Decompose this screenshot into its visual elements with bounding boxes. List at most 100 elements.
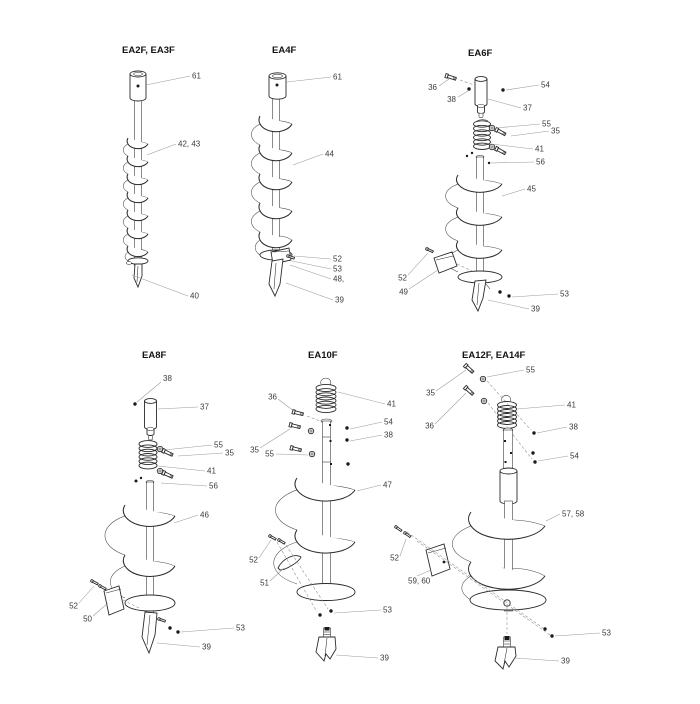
callout-53: 53 <box>180 624 245 633</box>
nut-dot <box>329 609 333 613</box>
flange-bolt <box>289 445 303 453</box>
figure-ea12f-ea14f: EA12F, EA14F <box>390 350 611 670</box>
flighting-front <box>122 504 176 577</box>
auger-point <box>268 258 284 298</box>
nut-dot <box>318 613 322 617</box>
callout-label: 38 <box>569 423 578 432</box>
auger-point <box>471 279 487 313</box>
holder-edge <box>273 250 290 253</box>
adapter-plug <box>478 113 484 118</box>
callout-label: 52 <box>69 602 78 611</box>
figure-ea4f: EA4F 61 44 52 53 48, 39 <box>251 45 344 305</box>
callout-label: 46 <box>200 511 209 520</box>
callout-61: 61 <box>145 72 201 86</box>
callout-label: 56 <box>536 158 545 167</box>
spring <box>473 119 491 150</box>
callout-52: 52 <box>249 539 272 565</box>
callout-label: 41 <box>207 467 216 476</box>
nut-dot <box>346 462 350 466</box>
flange-bolt <box>288 422 302 430</box>
callout-label: 53 <box>560 290 569 299</box>
point-edge <box>476 282 480 306</box>
flange-bolt <box>462 362 475 375</box>
callout-52: 52 <box>390 538 407 563</box>
blade-screw <box>276 537 286 545</box>
callout-label: 38 <box>163 374 172 383</box>
callout-label: 55 <box>265 450 274 459</box>
flighting-front <box>258 115 293 249</box>
callout-label: 38 <box>447 95 456 104</box>
washer <box>479 375 487 383</box>
callout-54: 54 <box>537 452 579 462</box>
explode-axis <box>306 415 321 422</box>
blade-screw <box>393 524 403 533</box>
callout-label: 47 <box>383 481 392 490</box>
callout-label: 59, 60 <box>408 577 431 586</box>
callout-39: 39 <box>513 657 570 666</box>
callout-label: 39 <box>531 305 540 314</box>
pin-dot <box>470 151 474 155</box>
callout-label: 36 <box>428 83 437 92</box>
callout-54: 54 <box>505 81 550 91</box>
nut-dot <box>501 88 505 92</box>
scraper-pin <box>424 246 434 254</box>
plate-dot <box>442 560 446 564</box>
flange-bolt <box>161 469 174 480</box>
plate-fold <box>435 255 454 261</box>
auger-assembly <box>122 70 149 289</box>
flighting-disc <box>124 594 176 612</box>
shaft-mark <box>510 452 512 454</box>
callouts: 61 42, 43 40 <box>131 72 201 301</box>
callout-label: 53 <box>236 624 245 633</box>
callout-53: 53 <box>291 260 342 274</box>
callouts: 38 37 55 35 41 56 46 52 50 53 39 <box>69 374 245 652</box>
callout-45: 45 <box>501 185 536 197</box>
adapter-body <box>144 401 157 430</box>
callout-label: 55 <box>526 366 535 375</box>
callout-38: 38 <box>536 423 578 434</box>
nut-dot <box>507 294 511 298</box>
auger-point <box>141 611 158 655</box>
callout-label: 35 <box>551 127 560 136</box>
spring <box>138 440 158 470</box>
callout-label: 37 <box>200 403 209 412</box>
callout-54: 54 <box>349 418 393 430</box>
nut-dot <box>345 426 349 430</box>
callout-label: 35 <box>426 389 435 398</box>
nut-dot <box>176 630 180 634</box>
flange-bolt <box>494 126 507 137</box>
callout-41: 41 <box>337 391 396 409</box>
callout-53: 53 <box>333 606 392 615</box>
callout-35: 35 <box>510 127 560 137</box>
callout-57-58: 57, 58 <box>545 510 585 522</box>
point-edge <box>273 262 277 290</box>
callout-label: 54 <box>384 418 393 427</box>
upper-tube <box>503 429 513 470</box>
callout-56: 56 <box>489 158 545 167</box>
spring <box>315 377 337 414</box>
callout-39: 39 <box>487 299 540 314</box>
flighting-back <box>251 120 293 256</box>
callouts: 36 41 54 38 35 55 47 52 51 53 39 <box>249 391 396 663</box>
collar-top <box>499 467 518 475</box>
nut-dot <box>467 87 471 91</box>
callout-37: 37 <box>487 98 532 113</box>
figure-title: EA6F <box>468 48 492 59</box>
callout-53: 53 <box>511 290 569 299</box>
neck-top <box>477 104 485 108</box>
socket-bore <box>272 73 283 79</box>
callout-52: 52 <box>398 252 429 283</box>
nut-dot <box>532 431 536 435</box>
pin-dot <box>487 161 491 165</box>
callout-label: 61 <box>333 73 342 82</box>
callout-label: 57, 58 <box>562 510 585 519</box>
replaceable-point <box>494 636 517 670</box>
nut-dot <box>133 402 137 406</box>
callout-51: 51 <box>260 567 285 588</box>
explode-axis <box>416 540 551 636</box>
callout-47: 47 <box>356 481 392 492</box>
callouts: 61 44 52 53 48, 39 <box>285 73 344 305</box>
nut-dot <box>533 460 537 464</box>
